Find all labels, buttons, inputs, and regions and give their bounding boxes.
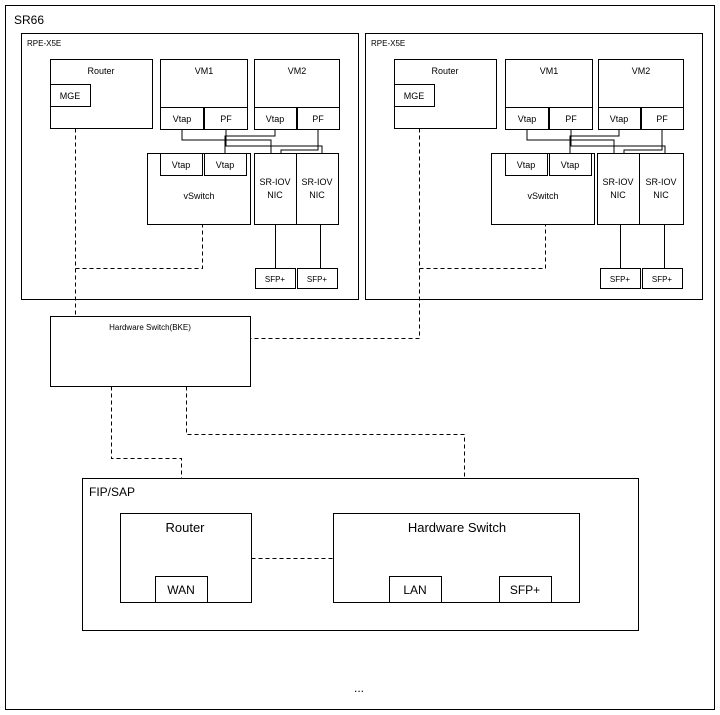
- rpe-right-vs-vtap1: [505, 153, 548, 176]
- rpe-right-sriov2-line1: SR-IOV: [645, 177, 676, 187]
- dash-left-vswitch: [75, 224, 203, 269]
- rpe-left-vm2-vtap-label: Vtap: [266, 114, 285, 124]
- fip-hw-switch-label: Hardware Switch: [408, 520, 506, 535]
- rpe-left-vs-vtap1: [160, 153, 203, 176]
- hw-switch-bke-label: Hardware Switch(BKE): [109, 323, 191, 332]
- rpe-left-vs-vtap1-label: Vtap: [172, 160, 191, 170]
- rpe-right-sfp2: [642, 268, 683, 289]
- fip-sfp-label: SFP+: [510, 583, 540, 597]
- fip-router-label: Router: [165, 520, 205, 535]
- rpe-left-vm1-pf-label: PF: [220, 114, 232, 124]
- rpe-right-sriov2: [639, 153, 684, 225]
- fip-lan: [389, 576, 442, 603]
- rpe-left-sriov1-line2: NIC: [267, 190, 283, 200]
- rpe-right-mge-label: MGE: [404, 91, 425, 101]
- dash-right-vswitch: [419, 224, 546, 269]
- rpe-right-vm2-label: VM2: [632, 66, 651, 76]
- rpe-left-vs-vtap2-label: Vtap: [216, 160, 235, 170]
- rpe-right-sriov1-line2: NIC: [610, 190, 626, 200]
- rpe-right-vs-vtap1-label: Vtap: [517, 160, 536, 170]
- rpe-right-sriov1-line1: SR-IOV: [602, 177, 633, 187]
- rpe-left-vm2-pf-label: PF: [312, 114, 324, 124]
- rpe-left-router-label: Router: [87, 66, 114, 76]
- rpe-right-link-vm1pf-sriov2: [570, 129, 666, 154]
- fip-wan-label: WAN: [167, 583, 195, 597]
- rpe-right-mge: [394, 84, 435, 107]
- dash-right-router-bke: [250, 128, 420, 339]
- rpe-left-sfp2: [297, 268, 338, 289]
- rpe-right-vm2-vtap-label: Vtap: [610, 114, 629, 124]
- rpe-left-vm1-label: VM1: [195, 66, 214, 76]
- rpe-left-title: RPE-X5E: [27, 39, 61, 48]
- rpe-left-sriov1: [254, 153, 297, 225]
- rpe-right-vs-vtap2-label: Vtap: [561, 160, 580, 170]
- rpe-right-title: RPE-X5E: [371, 39, 405, 48]
- rpe-right-link-vm2pf-sriov1: [623, 129, 663, 154]
- rpe-left-mge-label: MGE: [60, 91, 81, 101]
- rpe-left-link-vm2pf-sriov1: [280, 129, 319, 154]
- rpe-right-sfp1-label: SFP+: [610, 275, 631, 284]
- rpe-right-sriov1: [597, 153, 640, 225]
- dash-bke-hwswitch: [186, 386, 465, 514]
- fip-wan: [155, 576, 208, 603]
- rpe-left-sriov2: [296, 153, 339, 225]
- rpe-left-vm2-label: VM2: [288, 66, 307, 76]
- fip-sap-title: FIP/SAP: [89, 485, 135, 499]
- rpe-left-mge: [50, 84, 91, 107]
- rpe-right-vm1-pf-label: PF: [565, 114, 577, 124]
- fip-sfp: [499, 576, 552, 603]
- rpe-left-sfp1-label: SFP+: [265, 275, 286, 284]
- rpe-left-group: RPE-X5E Router MGE VM1 Vtap PF VM2 Vtap …: [21, 33, 359, 300]
- rpe-right-group: RPE-X5E Router MGE VM1 Vtap PF VM2 Vtap …: [365, 33, 703, 300]
- hw-switch-bke: [50, 316, 251, 387]
- rpe-right-vm2-pf-label: PF: [656, 114, 668, 124]
- rpe-left-sriov1-line1: SR-IOV: [259, 177, 290, 187]
- rpe-left-sfp2-label: SFP+: [307, 275, 328, 284]
- rpe-left-link-vm2vtap-vsvtap: [224, 129, 276, 154]
- rpe-left-link-vm1pf-sriov2: [225, 129, 323, 154]
- rpe-right-vm1-vtap-label: Vtap: [518, 114, 537, 124]
- ellipsis: ...: [354, 681, 364, 695]
- rpe-right-sfp2-label: SFP+: [652, 275, 673, 284]
- rpe-left-vm1-vtap-label: Vtap: [173, 114, 192, 124]
- rpe-left-sriov2-line2: NIC: [309, 190, 325, 200]
- fip-lan-label: LAN: [403, 583, 426, 597]
- rpe-left-sriov2-line1: SR-IOV: [301, 177, 332, 187]
- sr66-title: SR66: [14, 13, 44, 27]
- rpe-left-vswitch-label: vSwitch: [183, 191, 214, 201]
- rpe-right-vswitch-label: vSwitch: [527, 191, 558, 201]
- rpe-right-link-vm2vtap-vsvtap: [569, 129, 620, 154]
- rpe-right-vm1-label: VM1: [540, 66, 559, 76]
- rpe-right-router-label: Router: [431, 66, 458, 76]
- rpe-right-sriov2-line2: NIC: [653, 190, 669, 200]
